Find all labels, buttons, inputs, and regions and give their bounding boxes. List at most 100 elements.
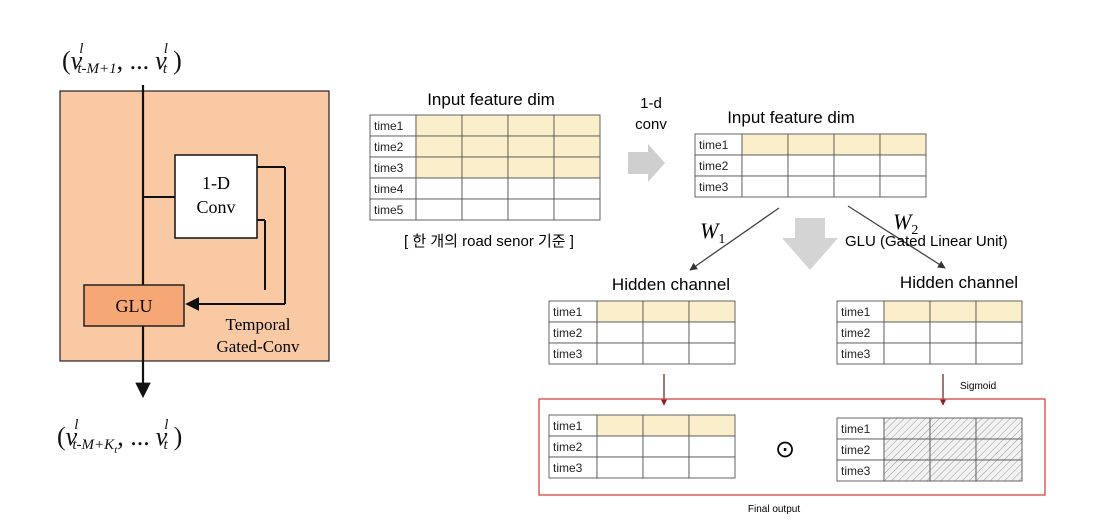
odot-symbol: ⊙	[775, 436, 795, 463]
table-cell	[975, 342, 1023, 365]
table-row: time2	[548, 321, 736, 344]
input-table: time1 time2 time3 time4 time5	[369, 114, 601, 221]
row-label: time2	[374, 140, 404, 154]
input-caption: [ 한 개의 road senor 기준 ]	[404, 233, 574, 250]
table-cell	[883, 342, 931, 365]
row-label: time2	[553, 326, 583, 340]
glu-label: GLU	[116, 296, 153, 316]
table-cell	[975, 459, 1023, 482]
table-cell	[553, 135, 601, 158]
table-row: time1	[548, 300, 736, 323]
table-cell	[688, 435, 736, 458]
table-row: time2	[694, 154, 927, 177]
table-cell	[883, 300, 931, 323]
conv-box	[174, 154, 258, 239]
table-cell	[553, 114, 601, 137]
table-cell	[415, 198, 463, 221]
table-row: time3	[836, 342, 1023, 365]
table-cell	[787, 154, 835, 177]
row-label: time3	[699, 180, 729, 194]
row-label: time4	[374, 182, 404, 196]
row-label: time1	[374, 119, 404, 133]
row-label: time3	[374, 161, 404, 175]
table-cell	[787, 133, 835, 156]
table-cell	[596, 435, 644, 458]
table-row: time2	[548, 435, 736, 458]
table-cell	[642, 435, 690, 458]
table-cell	[879, 154, 927, 177]
table-cell	[833, 154, 881, 177]
conv-label-2: conv	[635, 116, 667, 133]
table-row: time3	[694, 175, 927, 198]
table-cell	[596, 456, 644, 479]
sigmoid-label: Sigmoid	[960, 381, 996, 392]
table-row: time5	[369, 198, 601, 221]
table-cell	[929, 459, 977, 482]
final-output-frame	[538, 398, 1046, 496]
table-cell	[507, 114, 555, 137]
glu-text: GLU (Gated Linear Unit)	[845, 233, 1008, 250]
table-cell	[787, 175, 835, 198]
row-label: time2	[699, 159, 729, 173]
table-cell	[642, 456, 690, 479]
glu-explanation: Input feature dim time1time2time3time4ti…	[369, 90, 1046, 515]
block-name-line2: Gated-Conv	[216, 337, 300, 356]
hidden-left-title: Hidden channel	[612, 275, 730, 294]
table-cell	[833, 175, 881, 198]
row-label: time1	[841, 305, 871, 319]
table-cell	[642, 342, 690, 365]
final-output-label: Final output	[748, 504, 800, 515]
out-right-table: time1 time2 time3	[836, 417, 1023, 482]
conv-table: time1 time2 time3	[694, 133, 927, 198]
conv-label-1: 1-d	[640, 95, 662, 112]
table-cell	[642, 321, 690, 344]
table-cell	[929, 321, 977, 344]
table-row: time2	[369, 135, 601, 158]
table-cell	[415, 156, 463, 179]
w1-arrow	[689, 207, 780, 271]
input-table-title: Input feature dim	[427, 90, 555, 109]
table-cell	[642, 414, 690, 437]
table-cell	[461, 135, 509, 158]
conv-label-line2: Conv	[196, 197, 235, 217]
table-cell	[833, 133, 881, 156]
w2-arrow	[847, 205, 946, 269]
table-cell	[553, 156, 601, 179]
table-cell	[688, 342, 736, 365]
row-label: time3	[841, 464, 871, 478]
w2-label: W2	[893, 209, 918, 238]
table-cell	[879, 175, 927, 198]
table-cell	[688, 456, 736, 479]
row-label: time1	[699, 138, 729, 152]
table-row: time3	[548, 342, 736, 365]
table-cell	[929, 417, 977, 440]
row-label: time1	[841, 422, 871, 436]
table-cell	[415, 135, 463, 158]
table-row: time2	[836, 321, 1023, 344]
row-label: time2	[841, 443, 871, 457]
table-cell	[929, 342, 977, 365]
row-label: time1	[553, 419, 583, 433]
table-cell	[461, 156, 509, 179]
row-label: time2	[553, 440, 583, 454]
table-cell	[553, 198, 601, 221]
table-cell	[975, 417, 1023, 440]
table-cell	[415, 114, 463, 137]
row-label: time1	[553, 305, 583, 319]
table-row: time4	[369, 177, 601, 200]
table-cell	[461, 177, 509, 200]
table-cell	[883, 438, 931, 461]
row-label: time3	[553, 347, 583, 361]
glu-box	[83, 284, 185, 327]
table-cell	[553, 177, 601, 200]
table-cell	[883, 321, 931, 344]
table-cell	[596, 300, 644, 323]
table-row: time1	[836, 417, 1023, 440]
table-cell	[883, 417, 931, 440]
table-row: time1	[369, 114, 601, 137]
hidden-left-table: time1 time2 time3	[548, 300, 736, 365]
